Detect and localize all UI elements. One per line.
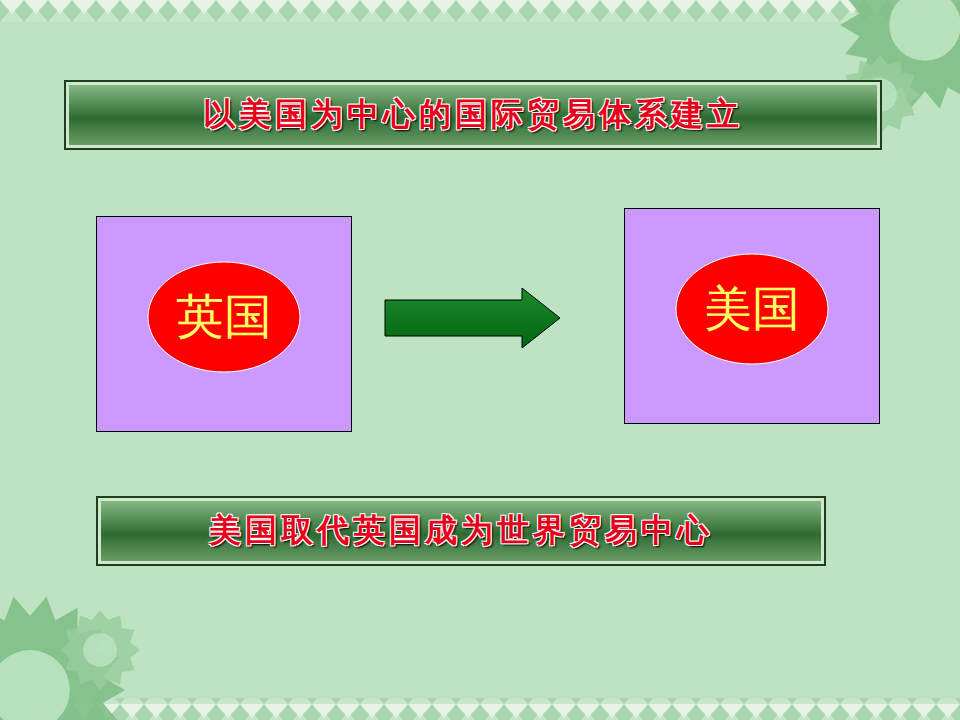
block-arrow [385,288,560,348]
country-ellipse [148,262,300,372]
country-box: 英国 [96,216,352,432]
band-text: 美国取代英国成为世界贸易中心 [209,509,713,553]
country-name: 英国 [176,285,272,349]
country-name: 美国 [704,277,800,341]
zigzag-border [0,698,960,720]
country-ellipse [676,254,828,364]
country-box: 美国 [624,208,880,424]
band-text: 以美国为中心的国际贸易体系建立 [203,93,743,137]
zigzag-border [0,0,960,22]
text-band: 以美国为中心的国际贸易体系建立 [64,80,882,150]
text-band: 美国取代英国成为世界贸易中心 [96,496,826,566]
